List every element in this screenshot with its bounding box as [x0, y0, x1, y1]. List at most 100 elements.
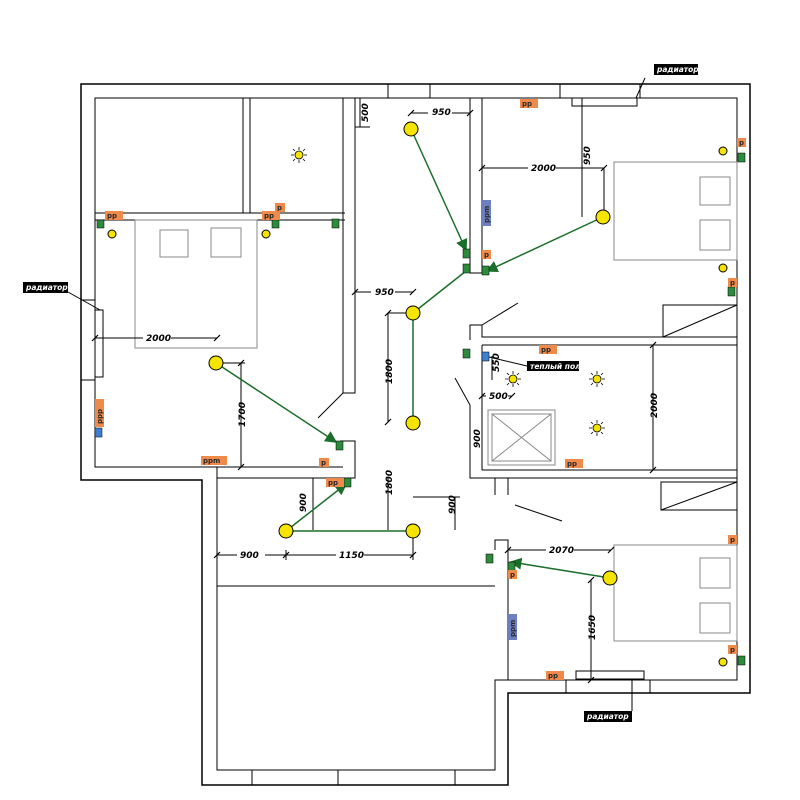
- tag-pp: рр: [326, 478, 344, 487]
- dimension-950-top: 950: [432, 108, 451, 118]
- lamp-icon: [405, 305, 421, 321]
- tag-pp: рр: [539, 345, 557, 354]
- sconce-icon: [718, 657, 728, 667]
- radiator-label-left: радиатор: [23, 282, 68, 293]
- switch-icon: [507, 561, 516, 572]
- tag-p: р: [275, 203, 285, 212]
- lamp-icon: [602, 570, 618, 586]
- spotlight-icon: [291, 147, 307, 163]
- tag-pp: рр: [546, 671, 564, 680]
- sconce-icon: [718, 146, 728, 156]
- radiator-top-unit: [571, 97, 638, 107]
- tag-ppp-vertical: ррр: [95, 399, 104, 427]
- switch-icon: [335, 440, 344, 451]
- radiators: [67, 77, 646, 711]
- switch-icon: [462, 348, 471, 359]
- switch-icon: [481, 265, 490, 276]
- shower-tray: [487, 409, 556, 466]
- labels: радиатор радиатор радиатор теплый пол: [23, 64, 699, 722]
- dimension-2000-right: 2000: [531, 164, 556, 174]
- dimension-900-lower-b: 900: [448, 495, 458, 514]
- spotlight-icon: [505, 371, 521, 387]
- bed-right-top: [613, 161, 738, 261]
- bed-right-bottom: [613, 544, 738, 642]
- heated-floor-control-icon: [481, 351, 490, 362]
- lamp-icon: [405, 415, 421, 431]
- dimension-500-bath: 500: [489, 392, 508, 402]
- radiator-bottom-unit: [575, 670, 645, 680]
- svg-text:р: р: [321, 459, 326, 467]
- lamp-icon: [208, 355, 224, 371]
- switch-icon: [331, 218, 340, 229]
- tag-p: р: [319, 458, 329, 467]
- tag-p: р: [482, 250, 491, 259]
- dimension-500-top: 500: [361, 103, 371, 122]
- ceiling-lamps: [107, 121, 728, 667]
- furniture: [134, 161, 738, 642]
- dimension-lines: [95, 98, 654, 680]
- dimension-2070: 1150: [339, 551, 364, 561]
- svg-text:рр: рр: [567, 460, 577, 468]
- svg-text:р: р: [730, 279, 735, 287]
- svg-text:ррр: ррр: [96, 409, 104, 424]
- switch-icon: [96, 219, 105, 229]
- lamp-icon: [278, 523, 294, 539]
- tag-pp: рр: [520, 99, 538, 108]
- svg-text:рр: рр: [107, 212, 117, 220]
- svg-text:теплый пол: теплый пол: [530, 362, 581, 371]
- tag-pp: рр: [105, 211, 123, 220]
- bed-left: [134, 219, 258, 349]
- tag-ppm-vertical: ррm: [508, 614, 517, 640]
- switch-icon: [485, 553, 494, 564]
- svg-text:рр: рр: [522, 100, 532, 108]
- inner-wall: [94, 97, 738, 771]
- switch-icon: [271, 219, 280, 229]
- dimension-950-mid: 950: [375, 288, 394, 298]
- lamp-icon: [595, 209, 611, 225]
- svg-text:радиатор: радиатор: [25, 283, 68, 292]
- dimension-ticks: [91, 109, 657, 684]
- svg-text:ррm: ррm: [203, 457, 220, 465]
- tag-pp: рр: [565, 459, 583, 468]
- tag-p: р: [728, 278, 737, 287]
- heated-floor-label: теплый пол: [488, 356, 581, 371]
- dimension-2000-left: 2000: [146, 334, 171, 344]
- svg-text:ррm: ррm: [483, 206, 491, 223]
- dimension-2000-bath: 2000: [650, 393, 660, 418]
- svg-text:р: р: [739, 139, 744, 147]
- dimension-950-right: 950: [583, 146, 593, 165]
- tag-p: р: [728, 535, 737, 544]
- radiator-label-top: радиатор: [654, 64, 699, 75]
- svg-text:рр: рр: [548, 672, 558, 680]
- dimension-texts: 950 2000 2000 950 500 900 1150 2070 500 …: [143, 103, 660, 640]
- spotlight-icon: [589, 371, 605, 387]
- svg-text:р: р: [277, 204, 282, 212]
- dimension-1150: 900: [240, 551, 259, 561]
- svg-text:р: р: [730, 646, 735, 654]
- switch-icon: [737, 152, 746, 163]
- switch-icon: [462, 248, 471, 259]
- dimension-1800-lower: 1800: [385, 470, 395, 495]
- switch-icon: [737, 655, 746, 666]
- switch-icon: [462, 263, 471, 274]
- spot-lights: [291, 147, 605, 436]
- dimension-900-lower-a: 900: [299, 493, 309, 512]
- dimension-1800-corridor: 1800: [385, 359, 395, 384]
- sconce-icon: [718, 263, 728, 273]
- svg-text:р: р: [510, 571, 515, 579]
- dimension-900-bath: 900: [473, 429, 483, 448]
- walls: [80, 83, 751, 786]
- dimension-1700-left: 1700: [238, 402, 248, 427]
- svg-text:радиатор: радиатор: [656, 65, 699, 74]
- svg-text:радиатор: радиатор: [586, 712, 629, 721]
- svg-text:рр: рр: [541, 346, 551, 354]
- svg-text:р: р: [730, 536, 735, 544]
- sconce-icon: [107, 229, 117, 239]
- switches: [94, 152, 746, 666]
- radiator-label-bottom: радиатор: [584, 711, 632, 722]
- dimension-1650: 1650: [588, 615, 598, 640]
- outer-wall: [80, 83, 751, 786]
- svg-text:рр: рр: [328, 479, 338, 487]
- switch-icon: [727, 286, 736, 297]
